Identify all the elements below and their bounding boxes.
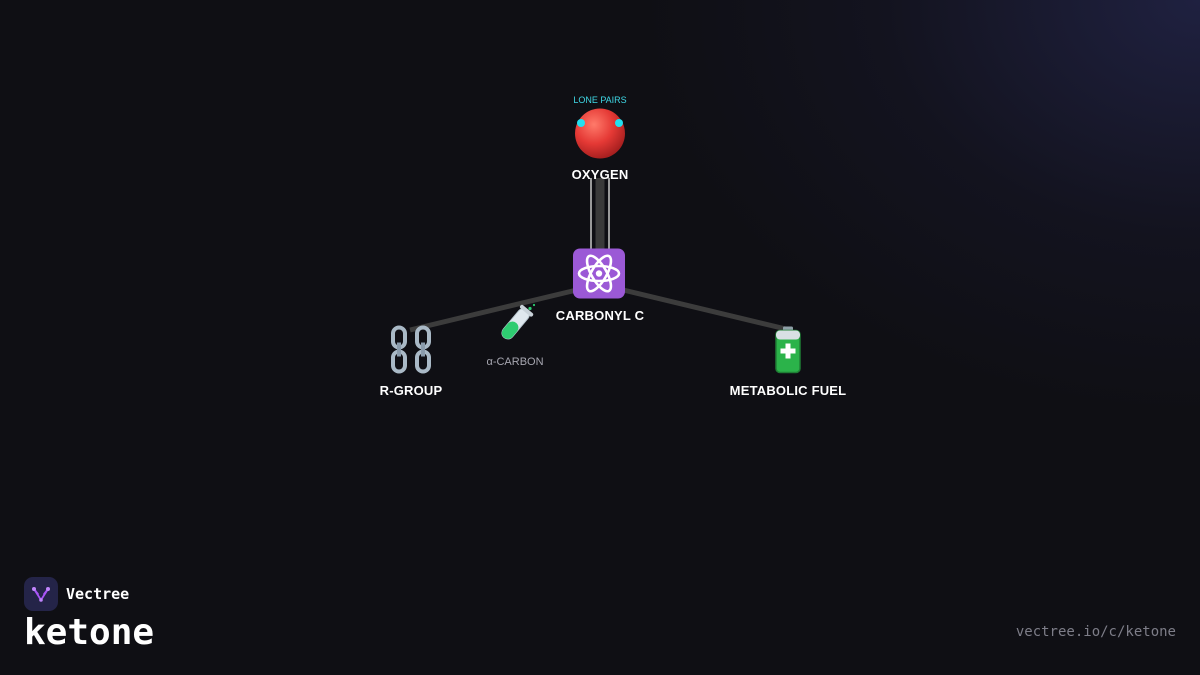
carbonyl-node[interactable] (572, 248, 626, 305)
alpha-carbon-node[interactable] (492, 303, 538, 352)
oxygen-label: OXYGEN (571, 167, 629, 182)
test-tube-icon (501, 303, 536, 340)
metabolic-fuel-node[interactable] (773, 326, 803, 379)
battery-icon (775, 326, 801, 374)
vectree-logo-icon (24, 577, 58, 611)
source-url[interactable]: vectree.io/c/ketone (1015, 624, 1176, 640)
lone-pair-dot-left (577, 119, 585, 127)
carbonyl-label: CARBONYL C (555, 308, 645, 323)
oxygen-node[interactable] (573, 107, 627, 166)
metabolic-fuel-label: METABOLIC FUEL (729, 383, 847, 398)
single-bond-metabolic-fuel (614, 285, 791, 333)
chain-icon (391, 325, 431, 374)
lone-pair-dot-right (615, 119, 623, 127)
brand: Vectree (24, 577, 129, 611)
atom-icon (573, 248, 625, 299)
lone-pairs-label: LONE PAIRS (573, 95, 627, 105)
page-title: ketone (24, 612, 155, 653)
brand-name: Vectree (66, 585, 130, 603)
red-circle-icon (575, 108, 625, 159)
alpha-carbon-label: α-CARBON (486, 356, 544, 368)
single-bond-r-group (409, 285, 586, 333)
r-group-node[interactable] (388, 325, 434, 380)
r-group-label: R-GROUP (379, 383, 443, 398)
